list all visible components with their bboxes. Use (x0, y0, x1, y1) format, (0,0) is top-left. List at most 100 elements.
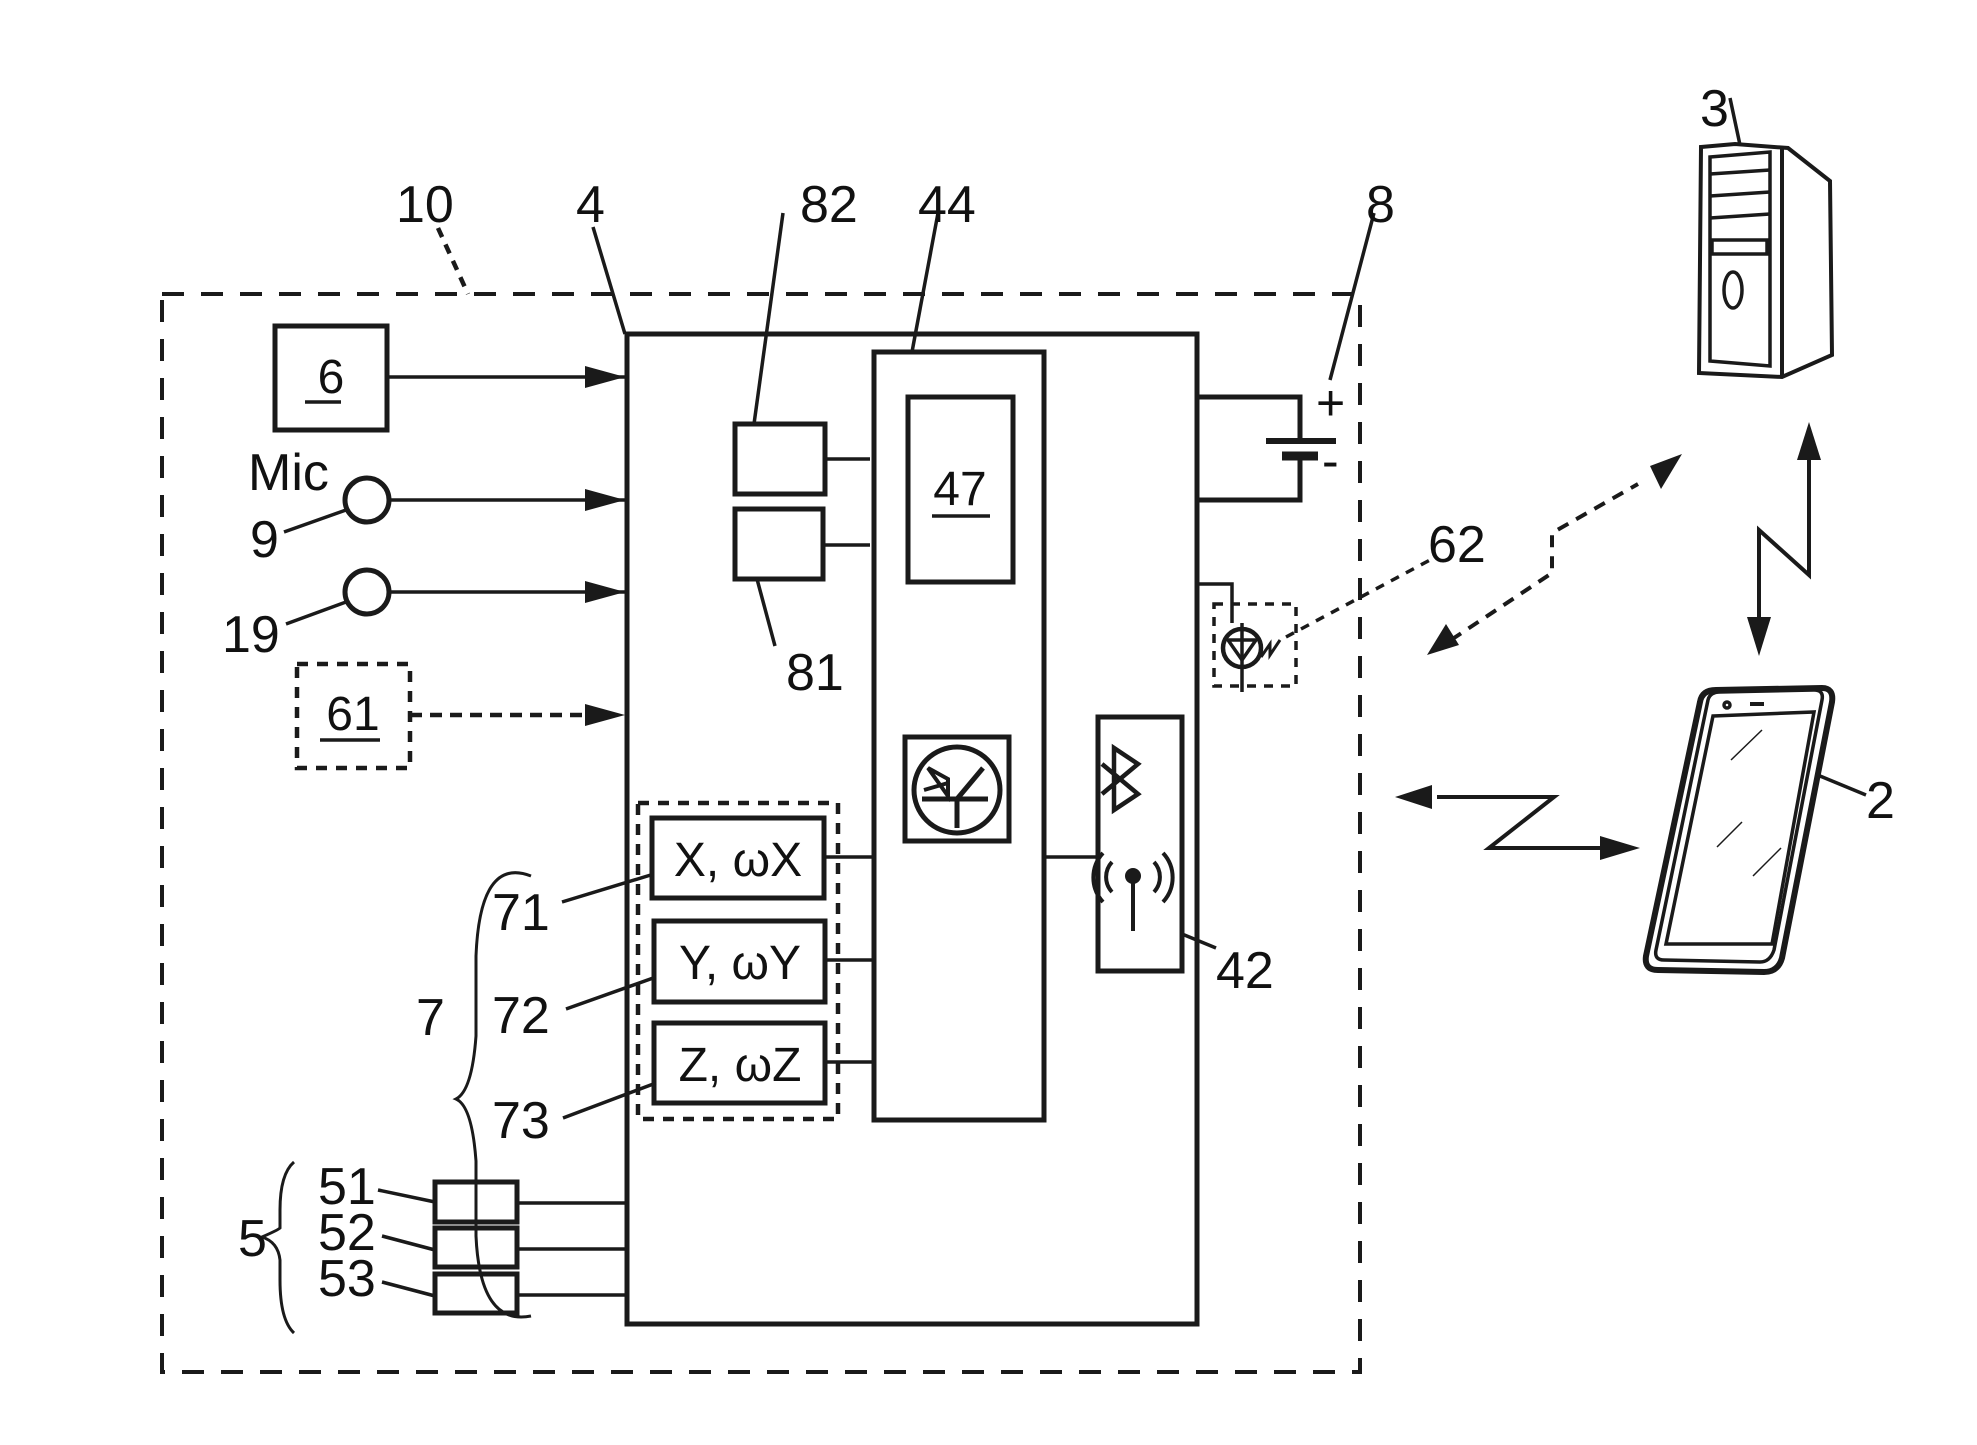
led-icon (1220, 623, 1282, 692)
main-module-outline (624, 331, 1200, 1327)
smartphone-icon: 2 (1642, 684, 1895, 976)
leader-82 (752, 212, 785, 425)
power-button (1722, 270, 1744, 310)
wireless-module-42: 42 (1044, 714, 1274, 1000)
battery-8: + - 8 (1197, 176, 1395, 503)
imu-z-label: Z, ωZ (679, 1039, 802, 1092)
link-device-phone (1437, 795, 1606, 850)
button-group-5: 5 51 52 53 (238, 1158, 627, 1335)
symbol-circle (911, 744, 1003, 836)
antenna-wave-left-outer (1091, 851, 1105, 904)
optical-drive (1710, 238, 1769, 256)
memory-82-box (732, 421, 828, 497)
leader-73 (562, 1081, 657, 1120)
battery-wire-bottom (1197, 456, 1303, 503)
leader-4 (591, 226, 627, 335)
tower-body (1696, 141, 1835, 380)
phone-bezel (1653, 688, 1825, 964)
label-42: 42 (1216, 942, 1274, 1000)
symbol-collector (955, 766, 985, 801)
battery-minus: - (1322, 433, 1339, 489)
label-82: 82 (800, 176, 858, 234)
label-72: 72 (492, 987, 550, 1045)
arrowhead-optical-computer (1650, 454, 1682, 489)
screen-glare-3 (1752, 847, 1782, 877)
arrowhead-19 (585, 581, 625, 603)
label-19: 19 (222, 606, 280, 664)
label-2: 2 (1866, 772, 1895, 830)
antenna-icon (1091, 851, 1175, 931)
leader-2 (1819, 774, 1867, 797)
label-51: 51 (318, 1158, 376, 1216)
antenna-wave-right-inner (1152, 860, 1162, 894)
phone-camera (1722, 700, 1732, 710)
main-module: 4 (576, 176, 1200, 1327)
arrowhead-computer-up (1797, 422, 1821, 460)
antenna-wave-right-outer (1161, 851, 1175, 904)
label-5: 5 (238, 1210, 267, 1268)
phone-screen (1663, 710, 1817, 946)
imu-x-label: X, ωX (674, 834, 802, 887)
label-44: 44 (918, 176, 976, 234)
desktop-tower-icon: 3 (1696, 80, 1835, 380)
label-73: 73 (492, 1092, 550, 1150)
label-8: 8 (1366, 176, 1395, 234)
led-dashed-box (1212, 602, 1298, 688)
drive-bay-1 (1709, 168, 1771, 176)
imu-z: Z, ωZ (651, 1020, 874, 1106)
processing-unit-47 (905, 394, 1016, 585)
screen-glare-2 (1716, 821, 1743, 848)
leader-52 (381, 1234, 436, 1252)
label-6: 6 (318, 351, 345, 404)
imu-x: X, ωX (649, 815, 874, 901)
imu-y-label: Y, ωY (679, 937, 801, 990)
battery-wire-top (1197, 394, 1303, 441)
mic-circle (342, 475, 392, 525)
screen-glare-1 (1730, 729, 1763, 761)
device-housing: 10 (160, 176, 1362, 1374)
tower-front-panel (1708, 150, 1772, 368)
drive-bay-3 (1709, 212, 1771, 220)
leader-72 (565, 975, 657, 1011)
label-4: 4 (576, 176, 605, 234)
processor-outline (871, 349, 1047, 1123)
leader-44 (910, 212, 940, 353)
leader-71 (561, 872, 655, 904)
arrowhead-6 (585, 366, 625, 388)
label-71: 71 (492, 884, 550, 942)
phototransistor-icon (902, 734, 1012, 844)
imu-y: Y, ωY (651, 918, 874, 1005)
link-phone-computer (1757, 460, 1811, 618)
bluetooth-glyph (1100, 743, 1142, 815)
link-optical-62 (1449, 482, 1639, 642)
bluetooth-icon (1100, 743, 1142, 815)
battery-plus: + (1316, 375, 1345, 431)
label-7: 7 (416, 989, 445, 1047)
leader-51 (377, 1188, 436, 1204)
wireless-links (1395, 422, 1821, 860)
sensor-6: 6 (272, 323, 625, 433)
leader-19 (285, 600, 347, 626)
label-53: 53 (318, 1250, 376, 1308)
label-61: 61 (326, 688, 379, 741)
memory-81-box (732, 506, 826, 582)
arrowhead-optical-device (1427, 624, 1459, 655)
label-9: 9 (250, 511, 279, 569)
arrowhead-phone-side (1600, 836, 1640, 860)
leader-62 (1285, 558, 1431, 639)
label-81: 81 (786, 644, 844, 702)
housing-outline (160, 292, 1362, 1374)
label-mic: Mic (248, 444, 329, 502)
arrowhead-phone-down (1747, 617, 1771, 656)
microphone-9: Mic 9 (248, 444, 625, 569)
arrowhead-device-side (1395, 785, 1432, 809)
led-62: 62 (1197, 516, 1486, 692)
label-47: 47 (933, 463, 986, 516)
button-53 (432, 1271, 520, 1316)
imu-group-7: X, ωX Y, ωY Z, ωZ 7 71 72 73 (416, 800, 874, 1319)
symbol-frame (902, 734, 1012, 844)
sensor-19: 19 (222, 567, 625, 664)
leader-10 (435, 227, 471, 295)
led-wire (1197, 582, 1234, 623)
leader-8 (1328, 212, 1376, 381)
